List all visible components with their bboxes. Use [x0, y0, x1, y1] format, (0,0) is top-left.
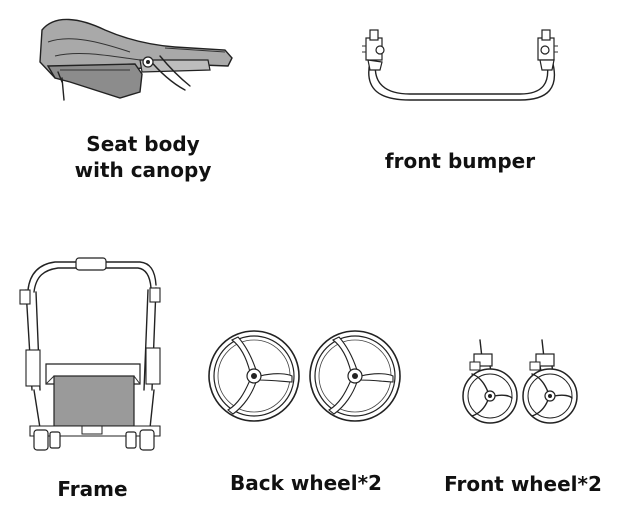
front-wheel-right: [522, 339, 578, 424]
front-wheel-label: Front wheel*2: [444, 472, 602, 496]
back-wheel-label: Back wheel*2: [230, 471, 382, 495]
frame-label: Frame: [57, 477, 128, 501]
back-wheel-right: [309, 330, 401, 422]
front-bumper-label: front bumper: [384, 149, 536, 173]
seat-body-label-line1: Seat body: [86, 132, 200, 156]
seat-body-label: Seat body with canopy: [48, 131, 238, 183]
front-wheel-left: [462, 339, 518, 424]
seat-body-label-line2: with canopy: [74, 158, 212, 182]
back-wheel-left: [208, 330, 300, 422]
